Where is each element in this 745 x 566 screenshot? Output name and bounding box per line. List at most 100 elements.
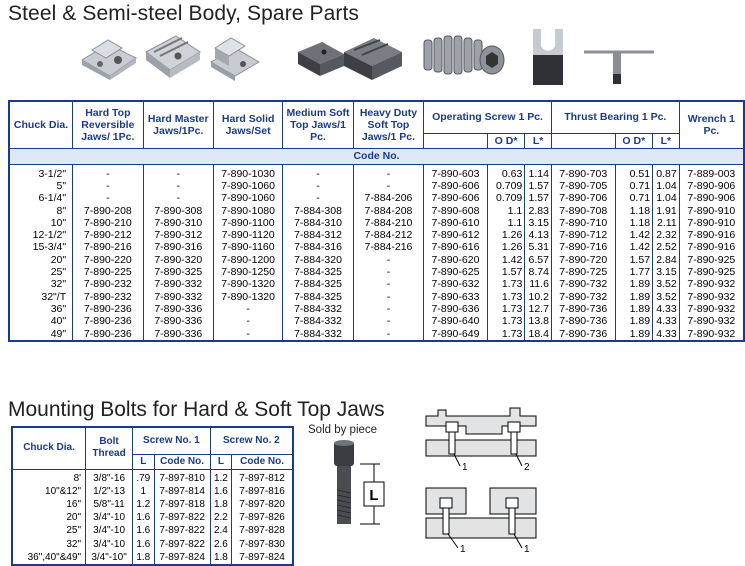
- table-cell: 3.15: [652, 265, 680, 279]
- table-cell: 1.6: [209, 484, 233, 498]
- table-cell: 3/8"-16: [85, 469, 134, 485]
- table-cell: 20": [11, 511, 87, 525]
- table-cell: 25": [11, 524, 87, 538]
- table-cell: 13.8: [524, 315, 552, 328]
- table-cell: 1.8: [132, 550, 155, 565]
- table-cell: 1.2: [132, 497, 155, 512]
- table-cell: 7-890-916: [678, 228, 745, 242]
- table-cell: 3.52: [652, 290, 680, 303]
- bolts-col-screw1-l: L: [132, 453, 155, 470]
- table-cell: 7-890-336: [142, 302, 215, 316]
- table-cell: 32"/T: [8, 290, 74, 303]
- table-cell: 0.71: [614, 179, 654, 193]
- table-cell: -: [352, 253, 425, 266]
- table-cell: 7-890-725: [550, 265, 616, 279]
- table-cell: 7-890-232: [72, 290, 144, 303]
- table-cell: 7-890-212: [72, 228, 144, 242]
- table-cell: 7-897-820: [231, 497, 294, 512]
- table-cell: 7-884-325: [282, 278, 354, 291]
- bolts-col-screw1: Screw No. 1: [132, 426, 211, 455]
- table-cell: 7-890-720: [550, 253, 616, 266]
- medium-soft-jaw-photo: [298, 42, 344, 76]
- table-cell: 2.11: [652, 216, 680, 229]
- table-cell: 7-890-312: [142, 228, 215, 242]
- table-cell: 7-890-332: [142, 278, 215, 291]
- table-cell: 1.1: [486, 216, 526, 229]
- table-cell: 7-890-736: [550, 315, 616, 328]
- table-cell: 7-890-210: [72, 216, 144, 229]
- screw-2-label: 2: [524, 462, 530, 472]
- table-cell: -: [282, 164, 354, 180]
- table-cell: 20": [8, 253, 74, 266]
- table-cell: 1.89: [614, 327, 654, 341]
- col-screw-l: L*: [524, 132, 552, 149]
- col-screw-od: O D*: [486, 132, 526, 149]
- table-cell: 12.7: [524, 302, 552, 316]
- col-thrust-bearing: Thrust Bearing 1 Pc.: [550, 100, 680, 134]
- table-cell: 7-890-705: [550, 179, 616, 193]
- table-cell: 3/4"-10: [85, 537, 134, 551]
- col-hard-master-jaws: Hard Master Jaws/1Pc.: [142, 100, 215, 149]
- table-cell: 6-1/4": [8, 192, 74, 205]
- table-cell: -: [352, 290, 425, 303]
- table-cell: 7-890-712: [550, 228, 616, 242]
- code-no-band: Code No.: [8, 147, 745, 165]
- table-cell: 1.73: [486, 315, 526, 328]
- table-cell: 7-890-1250: [212, 265, 284, 279]
- table-cell: 7-884-212: [352, 228, 425, 242]
- table-cell: 7-890-308: [142, 204, 215, 217]
- bolts-col-screw2: Screw No. 2: [209, 426, 294, 455]
- table-cell: 10"&12": [11, 484, 87, 498]
- table-cell: 7-884-308: [282, 204, 354, 217]
- table-cell: 7-890-1120: [212, 228, 284, 242]
- table-cell: 6.57: [524, 253, 552, 266]
- table-cell: 7-884-310: [282, 216, 354, 229]
- table-cell: 1.6: [132, 537, 155, 551]
- table-cell: 2.2: [209, 511, 233, 525]
- table-cell: 3.52: [652, 278, 680, 291]
- table-cell: 12-1/2": [8, 228, 74, 242]
- table-cell: 7-890-236: [72, 315, 144, 328]
- spare-parts-title: Steel & Semi-steel Body, Spare Parts: [8, 2, 360, 25]
- table-cell: 7-890-232: [72, 278, 144, 291]
- table-cell: 7-890-910: [678, 204, 745, 217]
- table-cell: 7-890-1160: [212, 241, 284, 254]
- operating-screw-photo: [423, 35, 505, 75]
- table-cell: 8.74: [524, 265, 552, 279]
- table-cell: 0.709: [486, 179, 526, 193]
- table-cell: 7-884-332: [282, 302, 354, 316]
- table-cell: -: [352, 302, 425, 316]
- table-cell: 5": [8, 179, 74, 193]
- col-hard-top-jaws: Hard Top Reversible Jaws/ 1Pc.: [72, 100, 144, 149]
- table-cell: 7-897-810: [153, 469, 211, 485]
- table-cell: 7-890-1060: [212, 192, 284, 205]
- table-cell: 1.73: [486, 278, 526, 291]
- table-cell: 1.89: [614, 290, 654, 303]
- table-cell: .79: [132, 469, 155, 485]
- table-cell: 25": [8, 265, 74, 279]
- table-cell: 1.73: [486, 327, 526, 341]
- bolts-col-thread: Bolt Thread: [85, 426, 134, 470]
- table-cell: 3.15: [524, 216, 552, 229]
- table-cell: 4.33: [652, 327, 680, 341]
- table-cell: 7-890-236: [72, 302, 144, 316]
- table-cell: 7-890-625: [423, 265, 488, 279]
- hard-solid-jaw-photo: [210, 37, 260, 81]
- table-cell: 7-890-1200: [212, 253, 284, 266]
- col-operating-screw: Operating Screw 1 Pc.: [423, 100, 552, 134]
- table-cell: 4.33: [652, 315, 680, 328]
- table-cell: 7-890-606: [423, 179, 488, 193]
- table-cell: -: [72, 179, 144, 193]
- table-cell: 1.1: [486, 204, 526, 217]
- table-cell: 7-890-703: [550, 164, 616, 180]
- screw-1-label: 1: [462, 462, 468, 472]
- table-cell: 7-897-822: [153, 511, 211, 525]
- table-cell: 7-897-816: [231, 484, 294, 498]
- table-cell: 7-890-608: [423, 204, 488, 217]
